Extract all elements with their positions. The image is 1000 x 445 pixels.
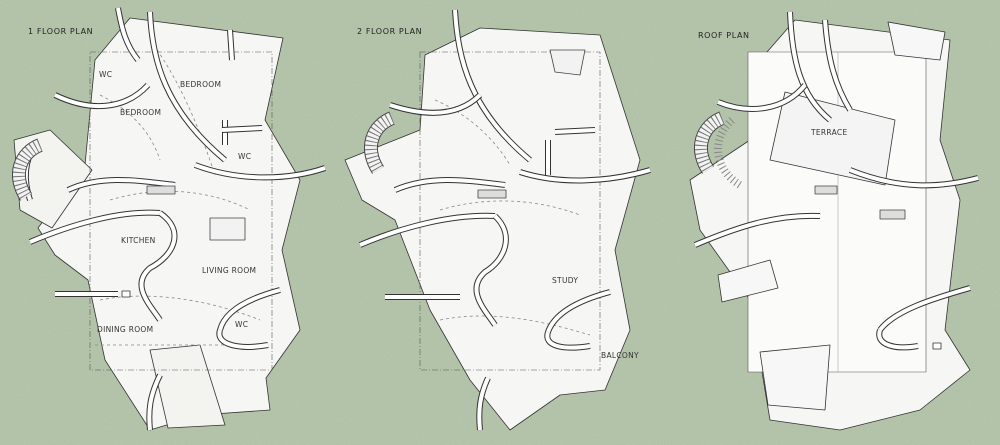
room-label-kitchen: KITCHEN bbox=[121, 236, 156, 245]
room-label-wc-3: WC bbox=[235, 320, 249, 329]
room-label-wc-2: WC bbox=[238, 152, 252, 161]
terrace-slab bbox=[769, 91, 896, 186]
plan-1-wing-lower bbox=[149, 344, 226, 429]
floor-plan-2 bbox=[344, 9, 651, 431]
room-label-bedroom-1: BEDROOM bbox=[180, 80, 222, 89]
floor-plan-1 bbox=[14, 7, 326, 431]
plan-1-frame bbox=[89, 51, 273, 371]
plan-1-title: 1 FLOOR PLAN bbox=[28, 27, 94, 36]
room-label-dining-room: DINING ROOM bbox=[97, 325, 154, 334]
room-label-wc-1: WC bbox=[99, 70, 113, 79]
roof-plan-title: ROOF PLAN bbox=[698, 31, 750, 40]
roof-plan bbox=[689, 11, 979, 431]
room-label-study: STUDY bbox=[552, 276, 579, 285]
room-label-balcony: BALCONY bbox=[601, 351, 639, 360]
room-label-bedroom-2: BEDROOM bbox=[120, 108, 162, 117]
plan-2-title: 2 FLOOR PLAN bbox=[357, 27, 423, 36]
plan-2-frame bbox=[419, 51, 601, 371]
room-label-terrace: TERRACE bbox=[811, 128, 848, 137]
room-label-living-room: LIVING ROOM bbox=[202, 266, 257, 275]
